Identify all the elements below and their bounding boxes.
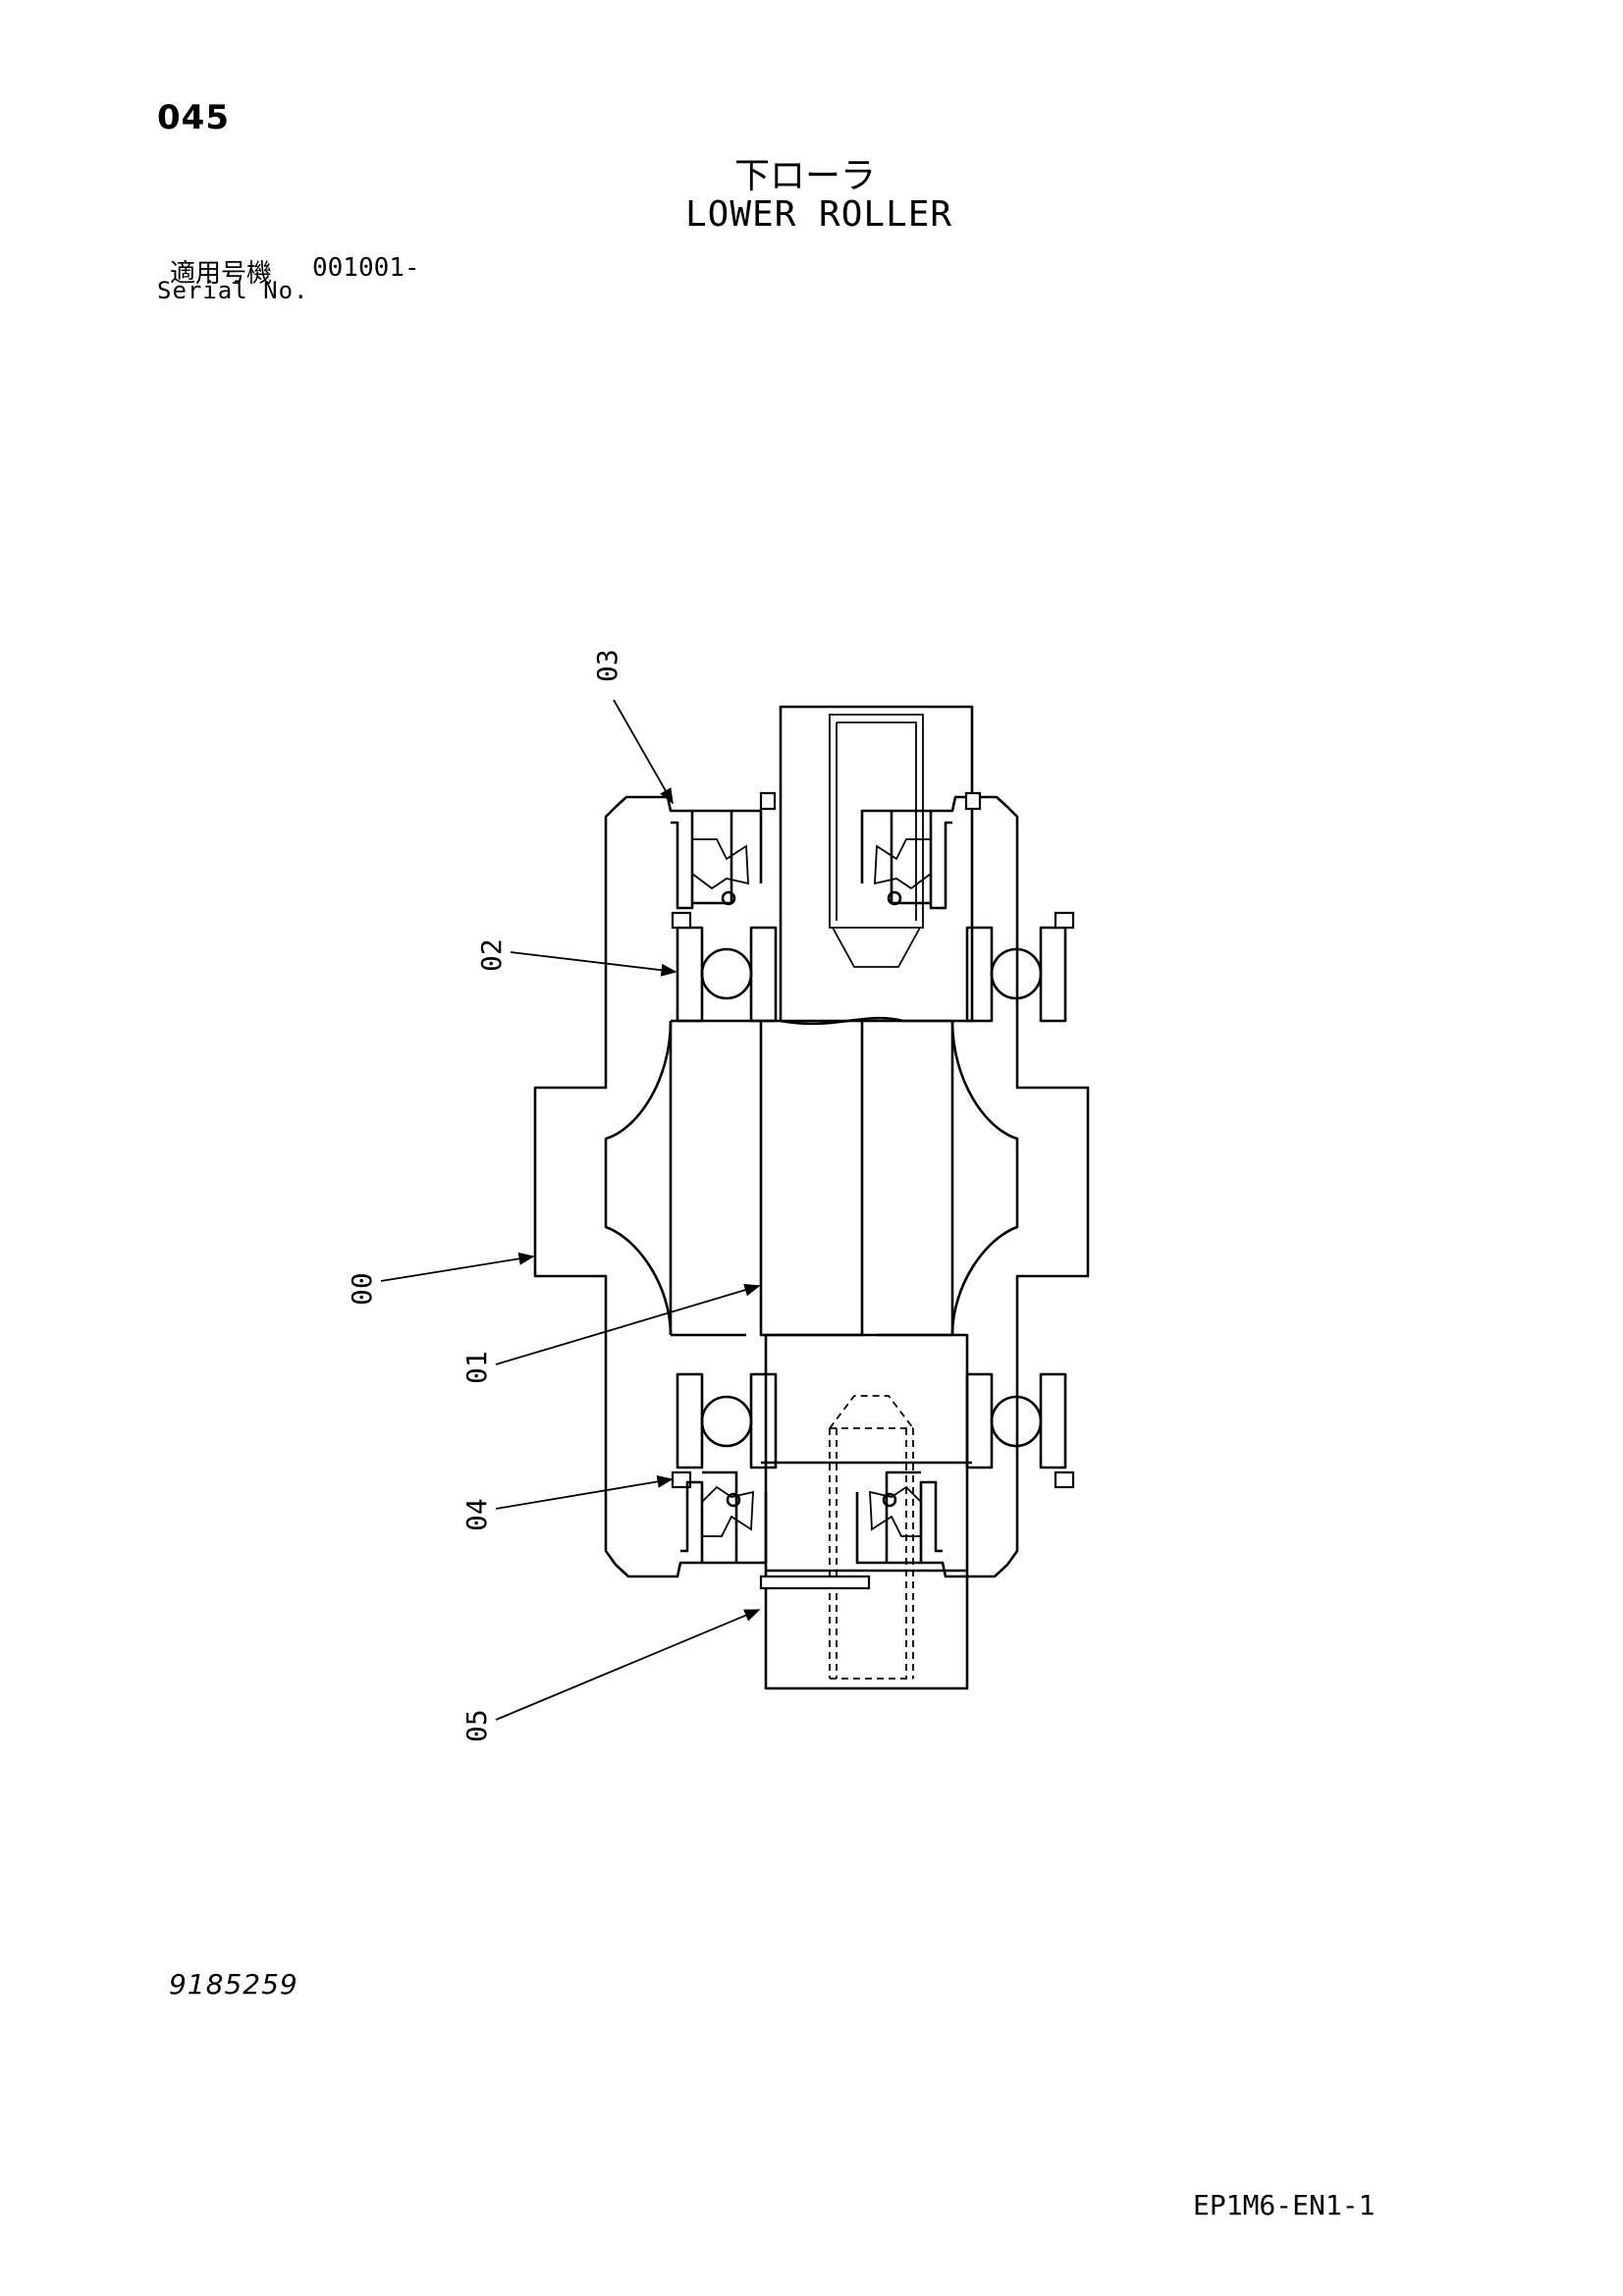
callout-04: 04 <box>460 1498 493 1531</box>
part-leaders <box>380 699 761 1721</box>
upper-seal-assembly <box>648 791 982 910</box>
shaft-lower-bore-hidden <box>829 1395 914 1680</box>
upper-bearing-assembly <box>671 911 1075 1023</box>
page-title-english: LOWER ROLLER <box>685 194 953 235</box>
drawing-number: 9185259 <box>169 1968 298 2001</box>
page-code: EP1M6-EN1-1 <box>1193 2189 1376 2221</box>
lower-bearing-assembly <box>671 1372 1075 1489</box>
callout-05: 05 <box>460 1709 493 1742</box>
shaft-lower-end <box>761 1333 972 1690</box>
page-number: 045 <box>157 98 230 137</box>
shaft-upper-end <box>779 705 974 1026</box>
serial-label-japanese: 適用号機 <box>170 259 273 289</box>
callout-02: 02 <box>475 938 508 972</box>
roller-bore <box>669 1019 954 1337</box>
shaft-body <box>759 1019 864 1337</box>
roller-tread-groove <box>604 1020 1019 1336</box>
page-title-japanese: 下ローラ <box>734 156 877 196</box>
roller-body-outline <box>533 795 1090 1578</box>
shaft-upper-bore <box>829 714 924 968</box>
callout-03: 03 <box>591 649 623 682</box>
serial-value: 001001- <box>312 253 420 283</box>
callout-01: 01 <box>460 1351 493 1384</box>
callout-00: 00 <box>346 1272 378 1306</box>
serial-label-english: Serial No. <box>157 277 309 304</box>
lower-seal-assembly <box>658 1470 965 1590</box>
